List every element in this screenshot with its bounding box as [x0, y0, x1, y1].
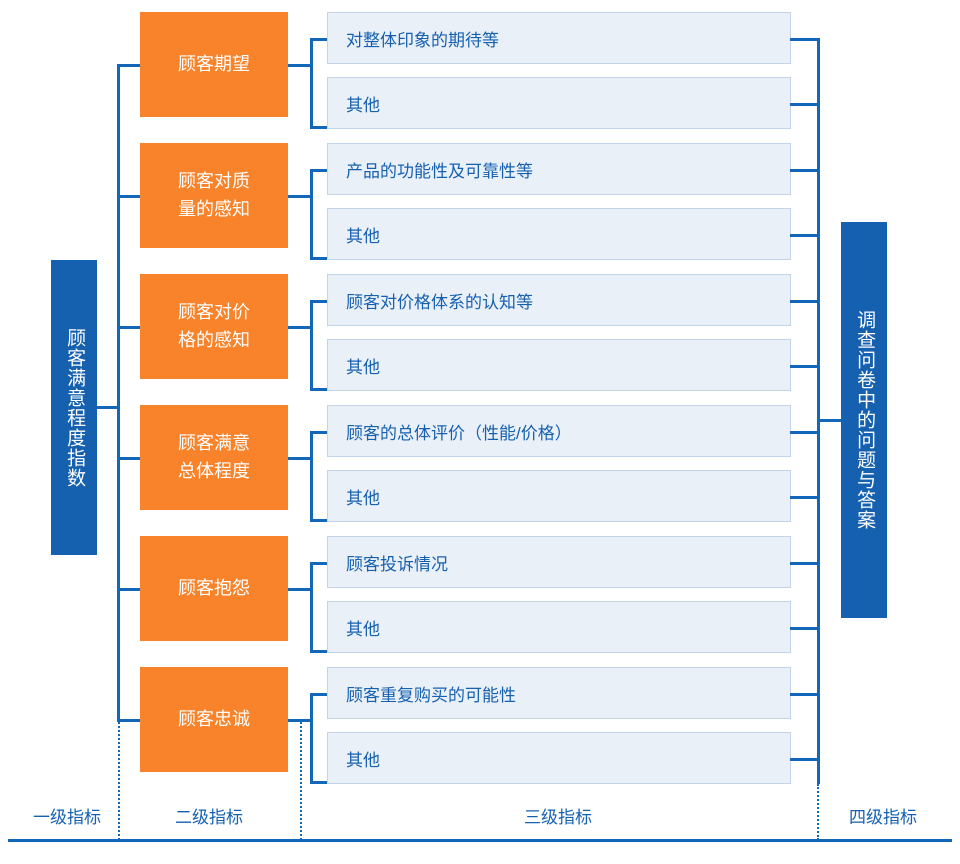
legend-label-level2: 二级指标 [175, 808, 243, 827]
level2-box-3: 顾客对价 格的感知 [140, 274, 288, 379]
connector-level4-branch-5 [790, 300, 820, 303]
connector-group1-branch-a [310, 38, 328, 41]
connector-level4-branch-4 [790, 234, 820, 237]
connector-level4-branch-3 [790, 169, 820, 172]
level3-box-5: 顾客对价格体系的认知等 [327, 274, 791, 326]
connector-group4-stem [288, 457, 313, 460]
level3-box-4: 其他 [327, 208, 791, 260]
level3-box-6: 其他 [327, 339, 791, 391]
connector-level1-bus-vertical [117, 64, 120, 722]
level3-box-label: 其他 [346, 226, 380, 246]
legend-label-level4: 四级指标 [849, 808, 917, 827]
connector-level4-branch-7 [790, 431, 820, 434]
level2-box-2: 顾客对质 量的感知 [140, 143, 288, 248]
connector-level1-branch-6 [117, 719, 142, 722]
legend-label-level3: 三级指标 [524, 808, 592, 827]
level4-box-label: 调查问卷中的问题与答案 [854, 310, 876, 530]
connector-level4-bus-vertical [817, 38, 820, 784]
connector-level4-branch-10 [790, 627, 820, 630]
connector-group1-branch-b [310, 126, 328, 129]
level3-box-label: 其他 [346, 357, 380, 377]
connector-group2-branch-a [310, 169, 328, 172]
level3-box-label: 对整体印象的期待等 [346, 30, 499, 50]
connector-group1-spine [310, 38, 313, 129]
connector-group5-branch-b [310, 650, 328, 653]
connector-group6-spine [310, 693, 313, 784]
connector-level4-branch-9 [790, 562, 820, 565]
level3-box-label: 顾客对价格体系的认知等 [346, 292, 533, 312]
connector-group6-stem [288, 719, 313, 722]
connector-level4-stub [817, 419, 843, 422]
connector-group2-stem [288, 195, 313, 198]
connector-group3-stem [288, 326, 313, 329]
connector-group2-branch-b [310, 257, 328, 260]
level3-box-label: 其他 [346, 488, 380, 508]
level3-box-label: 其他 [346, 619, 380, 639]
level2-box-label: 顾客对价 格的感知 [178, 301, 250, 350]
level2-box-6: 顾客忠诚 [140, 667, 288, 772]
connector-level1-branch-1 [117, 64, 142, 67]
level2-box-label: 顾客对质 量的感知 [178, 170, 250, 219]
connector-group6-branch-b [310, 781, 328, 784]
connector-group1-stem [288, 64, 313, 67]
connector-level1-branch-5 [117, 588, 142, 591]
connector-level1-branch-2 [117, 195, 142, 198]
level4-box-survey-questions-answers: 调查问卷中的问题与答案 [841, 222, 887, 618]
level3-box-3: 产品的功能性及可靠性等 [327, 143, 791, 195]
level2-box-4: 顾客满意 总体程度 [140, 405, 288, 510]
level3-box-label: 其他 [346, 95, 380, 115]
connector-level4-branch-6 [790, 365, 820, 368]
connector-group4-spine [310, 431, 313, 522]
connector-group3-branch-a [310, 300, 328, 303]
legend-separator-3 [817, 784, 819, 840]
legend-bottom-rule [8, 839, 952, 842]
level2-box-label: 顾客满意 总体程度 [178, 432, 250, 481]
connector-group6-branch-a [310, 693, 328, 696]
level1-box-label: 顾客满意程度指数 [64, 327, 86, 488]
level3-box-1: 对整体印象的期待等 [327, 12, 791, 64]
connector-group4-branch-a [310, 431, 328, 434]
level3-box-8: 其他 [327, 470, 791, 522]
connector-level4-branch-1 [790, 38, 820, 41]
legend-label-level1: 一级指标 [33, 808, 101, 827]
connector-group4-branch-b [310, 519, 328, 522]
level2-box-1: 顾客期望 [140, 12, 288, 117]
legend-separator-2 [300, 722, 302, 840]
level3-box-10: 其他 [327, 601, 791, 653]
connector-group5-branch-a [310, 562, 328, 565]
level3-box-label: 顾客重复购买的可能性 [346, 685, 516, 705]
level3-box-label: 产品的功能性及可靠性等 [346, 161, 533, 181]
level3-box-2: 其他 [327, 77, 791, 129]
legend-separator-1 [118, 722, 120, 840]
level3-box-9: 顾客投诉情况 [327, 536, 791, 588]
level3-box-12: 其他 [327, 732, 791, 784]
connector-level4-branch-12 [790, 758, 820, 761]
level2-box-label: 顾客忠诚 [178, 708, 250, 729]
connector-group3-branch-b [310, 388, 328, 391]
level2-box-label: 顾客抱怨 [178, 577, 250, 598]
connector-level4-branch-2 [790, 103, 820, 106]
connector-level4-branch-11 [790, 693, 820, 696]
connector-group2-spine [310, 169, 313, 260]
level3-box-label: 其他 [346, 750, 380, 770]
level2-box-5: 顾客抱怨 [140, 536, 288, 641]
level2-box-label: 顾客期望 [178, 53, 250, 74]
level1-box-customer-satisfaction-index: 顾客满意程度指数 [51, 260, 97, 555]
connector-level4-branch-8 [790, 496, 820, 499]
connector-group5-spine [310, 562, 313, 653]
connector-level1-stub [97, 406, 119, 409]
level3-box-label: 顾客的总体评价（性能/价格） [346, 423, 572, 443]
connector-group5-stem [288, 588, 313, 591]
connector-level1-branch-4 [117, 457, 142, 460]
connector-group3-spine [310, 300, 313, 391]
level3-box-label: 顾客投诉情况 [346, 554, 448, 574]
level3-box-11: 顾客重复购买的可能性 [327, 667, 791, 719]
connector-level1-branch-3 [117, 326, 142, 329]
level3-box-7: 顾客的总体评价（性能/价格） [327, 405, 791, 457]
